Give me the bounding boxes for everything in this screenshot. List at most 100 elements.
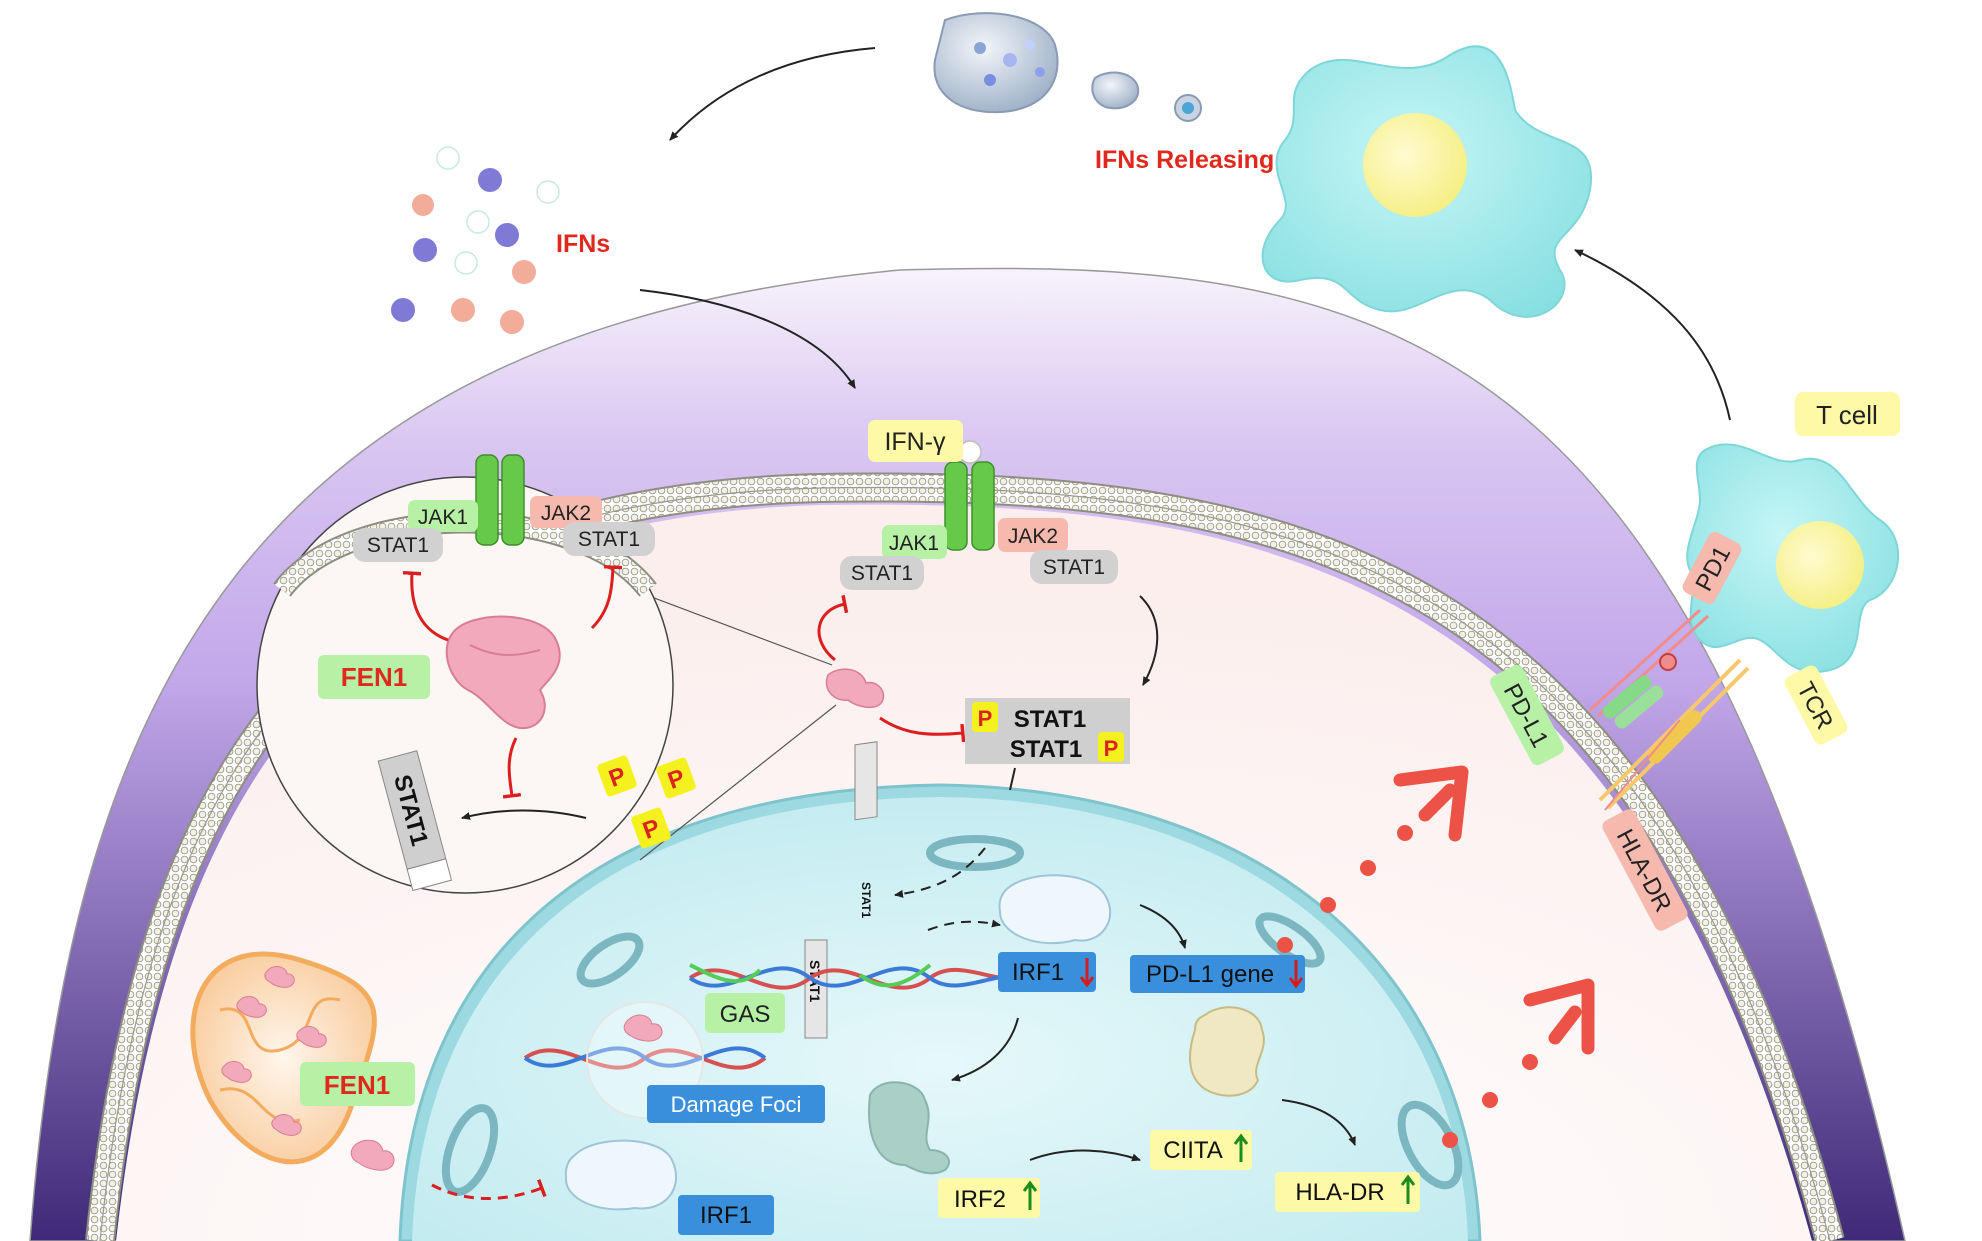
inset-inhibit-down (502, 737, 522, 799)
irf2-label: IRF2 (954, 1186, 1006, 1213)
ciita-protein (1189, 1006, 1265, 1097)
arrow-irf1-to-pdl1-gene (1139, 904, 1187, 949)
gas-box (705, 993, 785, 1033)
svg-text:P: P (1104, 736, 1119, 761)
arrow-exosome-to-ifns (669, 47, 876, 141)
stat1-pill-left-label: STAT1 (851, 562, 913, 585)
svg-text:STAT1: STAT1 (859, 882, 873, 919)
zoom-line-bottom (639, 704, 837, 861)
stat1-pill-right-label: STAT1 (1043, 556, 1105, 579)
irf2-up-arrow (1022, 1180, 1038, 1210)
dna-helix-damage (523, 1046, 767, 1070)
export-arrow-hladr (1442, 978, 1595, 1148)
inhibition-fen1-to-stat1 (817, 594, 849, 662)
ciita-box (1150, 1130, 1252, 1170)
nuclear-stat1-dimer: STAT1 STAT1 (804, 741, 878, 1039)
immune-cell-large (1261, 45, 1593, 318)
stat1-pill-right (1030, 550, 1118, 584)
t-cell (1686, 443, 1899, 673)
irf1-protein-top (998, 874, 1112, 945)
ciita-label: CIITA (1163, 1137, 1223, 1164)
arrow-irf1-to-irf2 (951, 1017, 1019, 1082)
irf1-down-arrow (1079, 958, 1095, 988)
dna-helix-gas (688, 963, 1031, 990)
inset-fen1-label: FEN1 (341, 662, 407, 692)
inset-phosphate-3: P (631, 807, 671, 849)
jak1-label: JAK1 (889, 532, 939, 555)
exosomes (933, 12, 1202, 122)
inhibition-fen1-to-pstat1 (879, 716, 966, 743)
irf2-box (938, 1178, 1040, 1218)
jak1-box (882, 525, 947, 559)
damage-foci-box (647, 1085, 825, 1123)
pdl1-gene-label: PD-L1 gene (1146, 961, 1274, 988)
inset-fen1-protein (445, 615, 561, 730)
phospho-stat1-dimer: P STAT1 STAT1 P (965, 698, 1130, 764)
damage-foci-label: Damage Foci (671, 1092, 802, 1117)
fen1-protein-cytoplasm (825, 668, 885, 709)
arrow-stat1-to-irf1 (927, 919, 1001, 931)
jak2-box (998, 518, 1068, 552)
ifn-gamma-label: IFN-γ (884, 428, 946, 456)
irf1-box-bottom (678, 1195, 774, 1235)
ifns-releasing-label: IFNs Releasing (1095, 146, 1274, 174)
arrow-stat1-to-pstat1 (1139, 595, 1159, 686)
svg-text:STAT1: STAT1 (1010, 736, 1082, 763)
t-cell-nucleus (1776, 521, 1864, 609)
inhibition-mito-to-irf1 (431, 1179, 547, 1200)
receptor-interaction (1588, 608, 1750, 811)
hladr-nuclear-label: HLA-DR (1295, 1179, 1384, 1206)
ciita-up-arrow (1233, 1133, 1249, 1162)
inset-jak2-label: JAK2 (541, 502, 591, 525)
gas-label: GAS (720, 1001, 771, 1028)
pdl1-gene-box (1130, 955, 1305, 993)
inset-inhibit-left (402, 570, 449, 642)
mito-fen1-box (300, 1062, 415, 1106)
ifn-gamma-receptor (944, 440, 995, 551)
pdl1-gene-down-arrow (1288, 960, 1304, 989)
irf2-protein (868, 1081, 950, 1175)
irf1-box-top (998, 952, 1096, 992)
inset-jak1-box (408, 500, 478, 532)
inset-stat1-left (353, 528, 443, 562)
inset-stat1-vertical: STAT1 (377, 750, 453, 892)
mito-fen1-proteins (221, 966, 395, 1171)
inset-fen1-box (318, 655, 430, 699)
nuclear-pore (926, 835, 1024, 871)
t-cell-label-box (1795, 392, 1900, 436)
hladr-nuclear-box (1275, 1172, 1420, 1212)
arrow-irf2-to-ciita (1029, 1149, 1141, 1162)
connector-dimer-to-nucleus (1009, 767, 1016, 791)
jak2-label: JAK2 (1008, 525, 1058, 548)
irf1-label-bottom: IRF1 (700, 1202, 752, 1229)
ifns-label: IFNs (556, 230, 610, 258)
exosome-large (933, 12, 1059, 114)
inset-stat1-right (563, 522, 655, 556)
hladr-up-arrow (1400, 1174, 1416, 1204)
irf1-protein-bottom (564, 1139, 678, 1211)
damage-fen1-protein (623, 1014, 663, 1042)
mito-fen1-label: FEN1 (324, 1070, 390, 1100)
svg-text:P: P (978, 706, 993, 731)
svg-text:STAT1: STAT1 (1014, 706, 1086, 733)
inset-phosphate-1: P (597, 755, 637, 797)
arrow-tcell-to-dc (1574, 249, 1731, 421)
inset-phosphate-2: P (656, 757, 696, 799)
inset-stat1-left-label: STAT1 (367, 534, 429, 557)
arrow-ciita-to-hladr (1281, 1099, 1356, 1146)
export-arrow-pdl1 (1277, 765, 1469, 953)
inset-jak1-label: JAK1 (418, 506, 468, 529)
nuclear-pore (441, 1104, 499, 1196)
arrow-ifns-to-receptor (639, 289, 856, 389)
irf1-label-top: IRF1 (1012, 959, 1064, 986)
inset-inhibit-right (590, 565, 623, 630)
immune-cell-nucleus (1363, 113, 1467, 217)
stat1-pill-left (840, 556, 924, 590)
ifn-gamma-label-box (868, 420, 963, 462)
inset-jak2-box (530, 496, 602, 528)
tcr-tag: TCR (1784, 665, 1848, 745)
inset-arrow-to-stat1 (461, 809, 587, 820)
ifn-particles (391, 146, 560, 334)
nuclear-pore (576, 932, 644, 988)
